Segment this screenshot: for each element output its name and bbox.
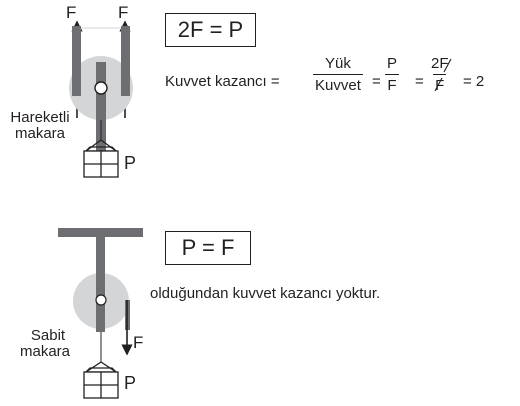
load-box-bottom [83, 361, 119, 399]
fraction-denominator: F [433, 74, 447, 93]
fraction-denominator: Kuvvet [313, 74, 363, 93]
movable-equation-box: 2F = P [165, 13, 256, 47]
fixed-force-label: F [133, 333, 144, 352]
movable-pulley-label-1: Hareketli [10, 109, 70, 126]
pulley-strap [96, 62, 106, 152]
rope-right [121, 26, 130, 96]
fixed-equation-box: P = F [165, 231, 251, 265]
gain-prefix: Kuvvet kazancı = [165, 73, 280, 90]
movable-load-label: P [124, 153, 137, 173]
fixed-description: olduğundan kuvvet kazancı yoktur. [150, 285, 381, 302]
force-label-right: F [118, 3, 129, 22]
movable-pulley-label-2: makara [14, 125, 66, 142]
ceiling [58, 228, 143, 237]
fixed-pulley-label-2: makara [19, 343, 71, 360]
fraction-2f-over-f: 2F F [429, 56, 451, 93]
force-label-left: F [66, 3, 77, 22]
equals-sign: = [415, 73, 424, 90]
result-equals-two: = 2 [463, 73, 485, 90]
fraction-numerator: Yük [325, 55, 351, 72]
fixed-pulley-label-1: Sabit [30, 327, 66, 344]
fixed-pulley-system [58, 228, 143, 399]
fraction-denominator: F [385, 74, 399, 93]
rope-left [72, 26, 81, 96]
fraction-p-over-f: P F [385, 56, 399, 93]
fixed-rope-left [96, 237, 105, 332]
load-box-top [83, 139, 119, 178]
pulley-axle-ring [94, 81, 108, 95]
fraction-numerator: 2F [431, 55, 449, 72]
equals-sign: = [372, 73, 381, 90]
movable-pulley-system [69, 20, 133, 178]
fraction-load-over-force: Yük Kuvvet [313, 56, 363, 93]
fixed-load-label: P [124, 373, 137, 393]
fraction-numerator: P [387, 55, 398, 72]
fixed-pulley-axle [95, 294, 107, 306]
